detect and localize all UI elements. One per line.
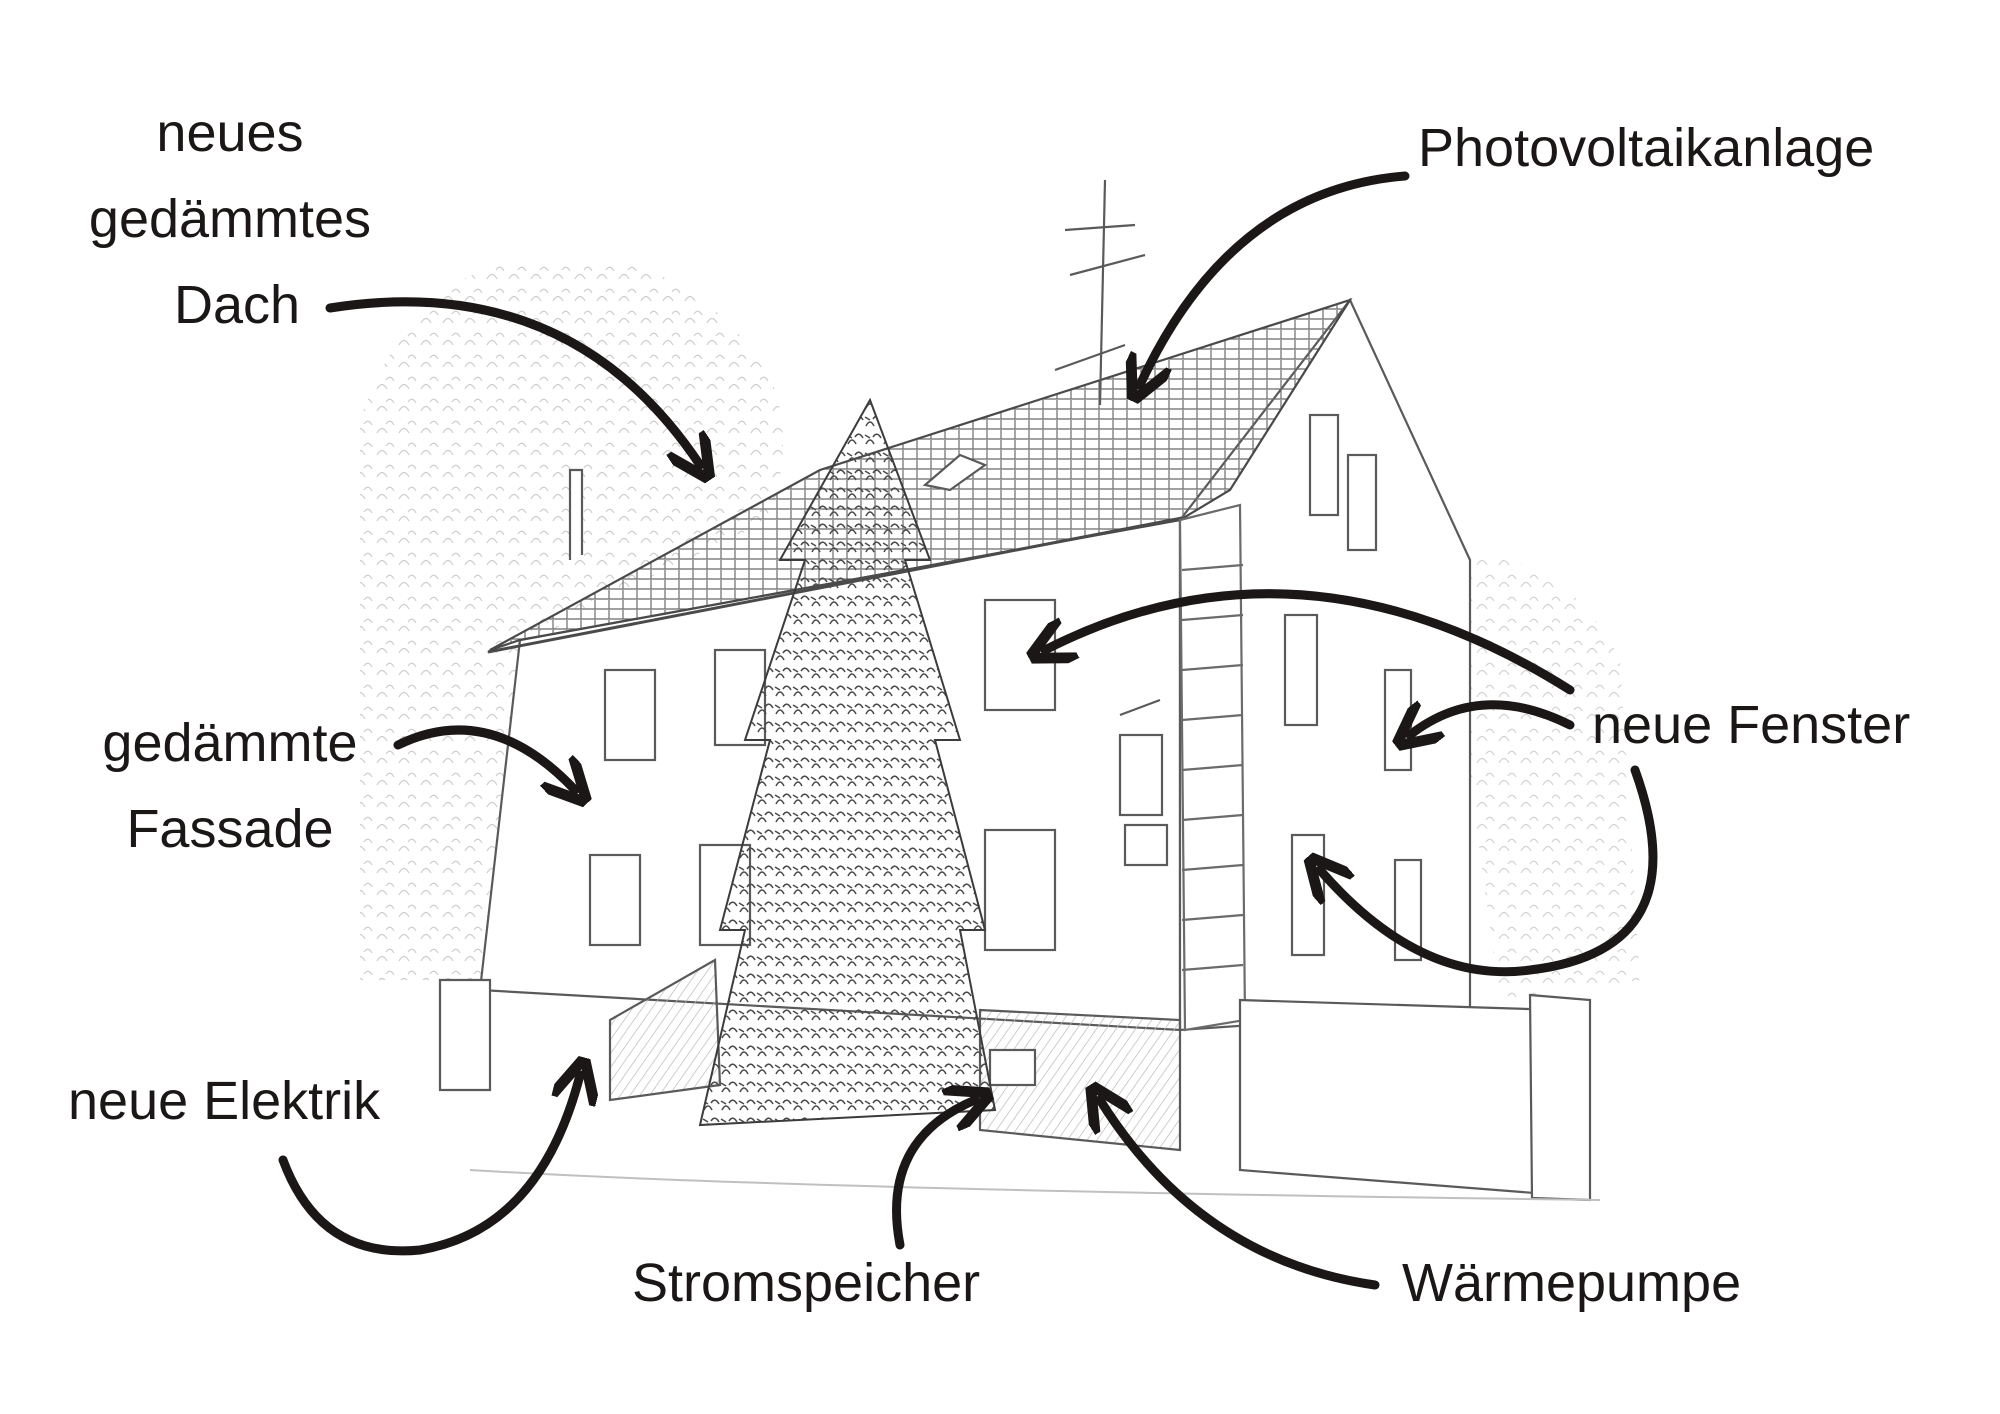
label-facade: gedämmte Fassade: [70, 700, 390, 872]
arrow-roof: [325, 297, 700, 465]
hanging-sign: [1118, 698, 1169, 867]
label-windows-text: neue Fenster: [1592, 695, 1911, 755]
chimney: [568, 468, 584, 560]
left-gate: [438, 978, 492, 1092]
label-roof-line-3: Dach: [173, 275, 301, 335]
arrow-photovoltaic: [1140, 171, 1410, 385]
label-facade-line-2: Fassade: [126, 799, 334, 859]
right-pillar: [1528, 993, 1592, 1202]
label-heatpump-text: Wärmepumpe: [1402, 1253, 1742, 1313]
annotation-arrows: [278, 171, 1658, 1290]
arrow-electric: [278, 1075, 580, 1256]
arrow-window-1: [1045, 589, 1575, 695]
label-roof-line-2: gedämmtes: [88, 189, 372, 249]
label-electric-text: neue Elektrik: [68, 1071, 381, 1131]
arrow-window-3: [1320, 765, 1658, 977]
label-roof-line-1: neues: [156, 103, 304, 163]
conifer-tree: [698, 397, 997, 1127]
label-electric: neue Elektrik: [68, 1058, 380, 1144]
garden-wall: [1238, 998, 1562, 1197]
stone-corner: [1178, 503, 1247, 1032]
label-photovoltaic-text: Photovoltaikanlage: [1418, 118, 1875, 178]
arrow-facade: [393, 725, 575, 790]
arrow-storage: [892, 1100, 975, 1250]
label-photovoltaic: Photovoltaikanlage: [1418, 105, 1874, 191]
arrow-heatpump: [1100, 1100, 1380, 1290]
label-roof: neues gedämmtes Dach: [60, 90, 400, 348]
label-windows: neue Fenster: [1592, 682, 1910, 768]
label-heatpump: Wärmepumpe: [1402, 1240, 1741, 1326]
label-storage: Stromspeicher: [632, 1240, 980, 1326]
arrow-window-2: [1410, 700, 1575, 735]
label-storage-text: Stromspeicher: [632, 1253, 981, 1313]
label-facade-line-1: gedämmte: [102, 713, 358, 773]
antenna: [1054, 179, 1146, 406]
